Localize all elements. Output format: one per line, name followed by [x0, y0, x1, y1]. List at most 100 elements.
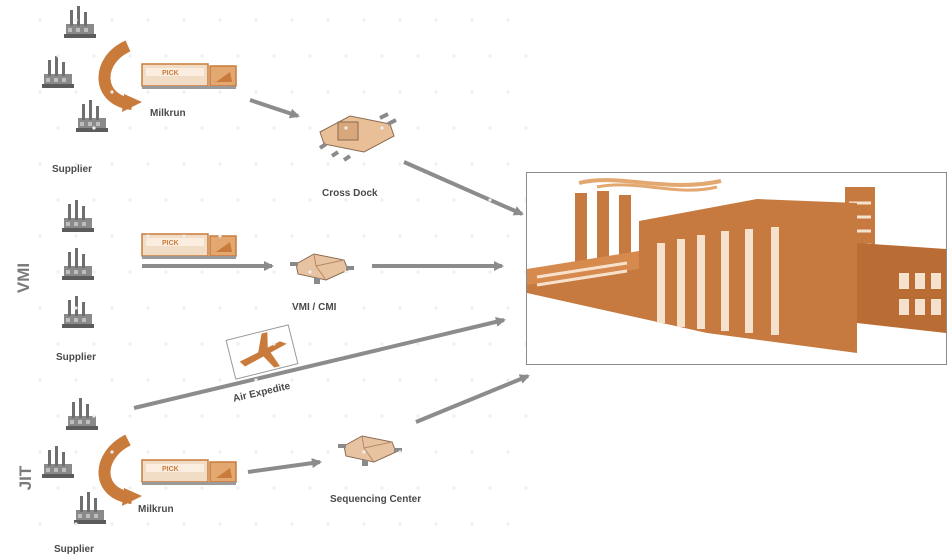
background-dot	[326, 162, 330, 166]
background-dot	[110, 306, 114, 310]
background-dot	[182, 162, 186, 166]
curved-arrow-icon	[98, 434, 134, 504]
truck-icon	[141, 63, 237, 90]
curved-arrow-head	[122, 488, 142, 506]
background-dot	[254, 522, 258, 526]
background-dot	[218, 162, 222, 166]
background-dot	[308, 342, 312, 346]
background-dot	[146, 306, 150, 310]
background-dot	[110, 522, 114, 526]
background-dot	[182, 378, 186, 382]
background-dot	[380, 126, 384, 130]
background-dot	[470, 522, 474, 526]
background-dot	[380, 486, 384, 490]
background-dot	[92, 486, 96, 490]
background-dot	[452, 198, 456, 202]
background-dot	[506, 522, 510, 526]
background-dot	[380, 414, 384, 418]
background-dot	[164, 414, 168, 418]
background-dot	[362, 306, 366, 310]
supplier-group-middle	[62, 200, 94, 328]
background-dot	[416, 54, 420, 58]
supplier-plant-icon	[76, 100, 108, 132]
background-dot	[470, 162, 474, 166]
background-dot	[308, 54, 312, 58]
background-dot	[92, 270, 96, 274]
background-dot	[290, 450, 294, 454]
background-dot	[398, 234, 402, 238]
background-dot	[38, 90, 42, 94]
background-dot	[218, 450, 222, 454]
background-dot	[272, 198, 276, 202]
background-dot	[506, 450, 510, 454]
background-dot	[290, 234, 294, 238]
airplane-icon	[225, 324, 299, 380]
flow-arrows	[133, 98, 530, 474]
warehouse-icon	[337, 435, 403, 467]
background-dot	[416, 342, 420, 346]
background-dot	[398, 90, 402, 94]
warehouse-icon	[289, 253, 355, 285]
background-dot	[290, 522, 294, 526]
background-dot	[74, 90, 78, 94]
background-dot	[344, 270, 348, 274]
background-dot	[128, 270, 132, 274]
background-dot	[488, 54, 492, 58]
background-dot	[74, 162, 78, 166]
background-dot	[524, 126, 528, 130]
background-dot	[272, 414, 276, 418]
supplier-plant-icon	[42, 446, 74, 478]
flow-arrow	[133, 316, 506, 410]
background-dot	[236, 486, 240, 490]
background-dot	[146, 522, 150, 526]
background-dot	[506, 90, 510, 94]
background-dot	[308, 126, 312, 130]
label-supplier-top: Supplier	[52, 164, 93, 175]
background-dot	[470, 234, 474, 238]
background-dot	[398, 378, 402, 382]
background-dot	[218, 90, 222, 94]
background-dot	[74, 450, 78, 454]
background-dot	[290, 18, 294, 22]
background-dot	[56, 126, 60, 130]
background-dot	[74, 234, 78, 238]
label-milkrun-bottom: Milkrun	[138, 504, 174, 515]
background-dot	[506, 378, 510, 382]
background-dot	[326, 522, 330, 526]
background-dot	[290, 162, 294, 166]
background-dot	[362, 18, 366, 22]
background-dot	[434, 18, 438, 22]
background-dot	[488, 414, 492, 418]
background-dot	[110, 450, 114, 454]
background-dot	[110, 162, 114, 166]
background-dot	[524, 486, 528, 490]
background-dot	[272, 126, 276, 130]
background-dot	[488, 198, 492, 202]
background-dot	[146, 234, 150, 238]
background-dot	[434, 450, 438, 454]
background-dot	[290, 90, 294, 94]
background-dot	[128, 486, 132, 490]
label-supplier-bottom: Supplier	[54, 544, 95, 555]
background-dot	[272, 342, 276, 346]
background-dot	[416, 270, 420, 274]
background-dots	[38, 18, 528, 526]
background-dot	[362, 162, 366, 166]
label-milkrun-top: Milkrun	[150, 108, 186, 119]
background-dot	[56, 270, 60, 274]
background-dot	[254, 234, 258, 238]
background-dot	[362, 378, 366, 382]
background-dot	[38, 18, 42, 22]
background-dot	[254, 306, 258, 310]
background-dot	[200, 198, 204, 202]
background-dot	[236, 414, 240, 418]
supplier-plant-icon	[66, 398, 98, 430]
supplier-plant-icon	[62, 296, 94, 328]
background-dot	[218, 522, 222, 526]
background-dot	[344, 342, 348, 346]
background-dot	[290, 378, 294, 382]
background-dot	[326, 378, 330, 382]
supplier-group-bottom	[42, 398, 106, 524]
background-dot	[218, 234, 222, 238]
label-supplier-middle: Supplier	[56, 352, 97, 363]
